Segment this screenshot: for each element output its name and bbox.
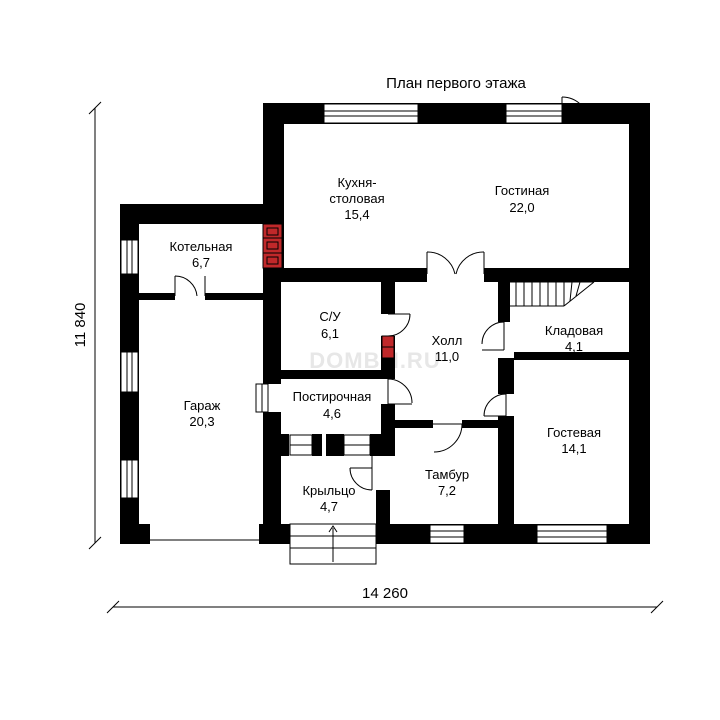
width-dimension: 14 260: [106, 585, 664, 614]
window-porch-2: [343, 434, 371, 456]
room-living: Гостиная 22,0: [495, 183, 550, 215]
window-garage-2: [120, 459, 139, 499]
window-living: [505, 103, 563, 124]
room-kitchen: Кухня- столовая 15,4: [329, 175, 384, 222]
room-name: Постирочная: [293, 389, 372, 404]
plan-title: План первого этажа: [386, 75, 526, 92]
width-dimension-label: 14 260: [362, 585, 408, 602]
room-name: Котельная: [170, 239, 233, 254]
door-porch: [349, 456, 373, 491]
window-guest: [536, 524, 608, 544]
door-guest: [483, 393, 507, 417]
height-dimension: 11 840: [72, 101, 102, 550]
staircase: [510, 281, 595, 307]
windows: [120, 103, 608, 544]
room-area: 4,7: [320, 499, 338, 514]
window-porch-1: [289, 434, 313, 456]
room-area: 6,1: [321, 326, 339, 341]
room-vestibule: Тамбур 7,2: [425, 467, 469, 498]
room-laundry: Постирочная 4,6: [293, 389, 372, 421]
door-bathroom: [387, 313, 411, 337]
room-name: Кухня-: [337, 175, 376, 190]
room-name: столовая: [329, 191, 384, 206]
door-laundry: [387, 378, 413, 405]
room-area: 14,1: [561, 441, 586, 456]
room-area: 11,0: [435, 349, 459, 364]
room-name: Гостевая: [547, 425, 601, 440]
room-name: Кладовая: [545, 323, 603, 338]
porch-steps: [289, 523, 377, 565]
chimney-main: [262, 223, 283, 269]
height-dimension-label: 11 840: [72, 303, 89, 348]
room-garage: Гараж 20,3: [184, 398, 221, 429]
room-name: Гараж: [184, 398, 221, 413]
room-hall: Холл 11,0: [432, 333, 463, 364]
room-name: С/У: [319, 309, 341, 324]
room-area: 7,2: [438, 483, 456, 498]
room-guest: Гостевая 14,1: [547, 425, 601, 456]
room-area: 6,7: [192, 255, 210, 270]
room-boiler: Котельная 6,7: [170, 239, 233, 270]
room-porch: Крыльцо 4,7: [302, 483, 355, 514]
door-living-exit: [561, 96, 590, 125]
room-area: 22,0: [509, 200, 534, 215]
door-garage-laundry: [255, 383, 269, 413]
doors: [174, 96, 590, 491]
door-boiler: [174, 275, 206, 297]
room-area: 4,1: [565, 339, 583, 354]
room-name: Холл: [432, 333, 463, 348]
window-vestibule: [429, 524, 465, 544]
room-area: 20,3: [189, 414, 214, 429]
door-hall-double: [426, 251, 485, 275]
room-area: 15,4: [344, 207, 369, 222]
watermark: DOMBM.RU: [309, 348, 440, 373]
room-name: Гостиная: [495, 183, 550, 198]
door-vestibule: [433, 423, 463, 453]
door-storage: [481, 321, 505, 351]
room-area: 4,6: [323, 406, 341, 421]
room-storage: Кладовая 4,1: [545, 323, 603, 354]
room-name: Крыльцо: [302, 483, 355, 498]
window-boiler: [120, 239, 139, 275]
chimney-small: [381, 335, 395, 359]
window-garage-1: [120, 351, 139, 393]
room-bathroom: С/У 6,1: [319, 309, 341, 341]
window-kitchen: [323, 103, 419, 124]
interior-walls: [139, 268, 630, 524]
room-name: Тамбур: [425, 467, 469, 482]
